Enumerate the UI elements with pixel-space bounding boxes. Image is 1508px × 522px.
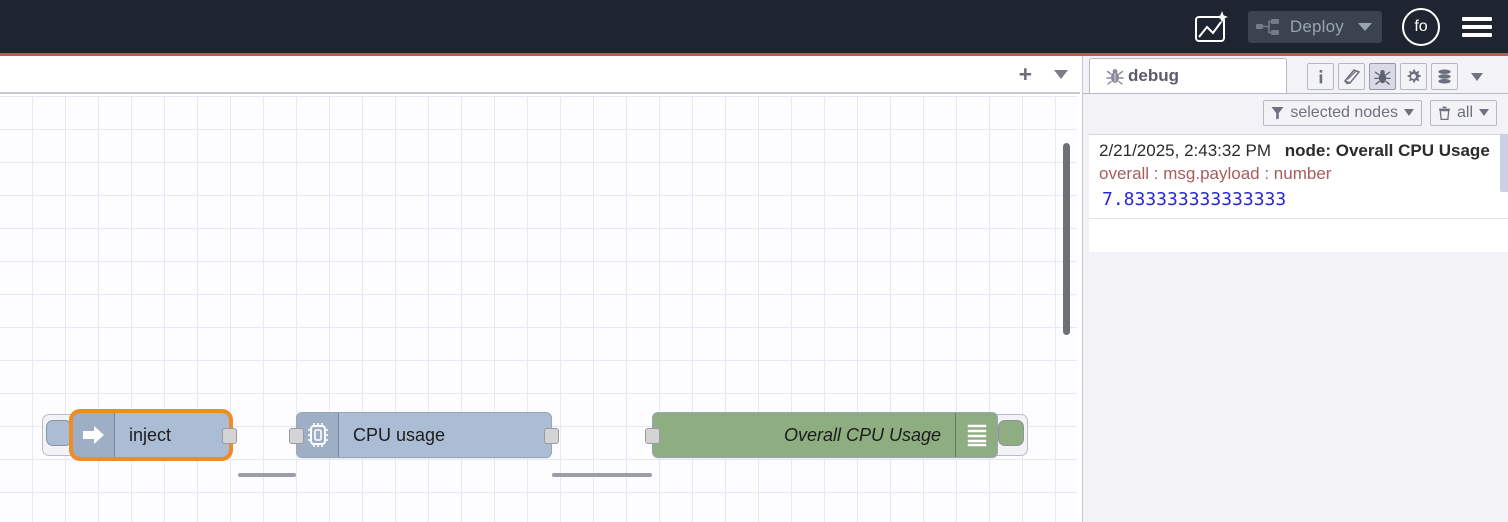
node-inject-label: inject — [129, 424, 172, 445]
debug-message-topic: overall : msg.payload : number — [1099, 164, 1332, 183]
context-data-icon[interactable] — [1431, 63, 1458, 90]
config-gear-icon-svg — [1407, 69, 1421, 83]
wire-inject-to-cpu — [238, 473, 296, 477]
context-data-icon-svg — [1438, 69, 1451, 84]
clear-messages-label: all — [1456, 103, 1473, 121]
filter-nodes-button[interactable]: selected nodes — [1263, 99, 1422, 126]
flow-list-chevron-down-icon[interactable] — [1054, 69, 1068, 79]
info-icon[interactable] — [1307, 63, 1334, 90]
flow-editor: + inject — [0, 56, 1080, 522]
node-overall-cpu-usage-body[interactable]: Overall CPU Usage — [645, 412, 998, 458]
filter-nodes-label: selected nodes — [1290, 103, 1398, 121]
debug-bug-icon-svg — [1374, 69, 1391, 85]
node-overall-cpu-usage-label: Overall CPU Usage — [783, 424, 941, 445]
funnel-icon — [1271, 106, 1284, 119]
inject-output-port[interactable] — [222, 428, 237, 444]
node-overall-cpu-usage[interactable]: Overall CPU Usage — [645, 412, 1028, 458]
sidebar-overflow-chevron-down-icon[interactable] — [1471, 72, 1483, 81]
node-inject[interactable]: inject — [42, 409, 237, 461]
info-icon-svg — [1319, 70, 1322, 84]
tab-debug[interactable]: debug — [1089, 58, 1287, 93]
deploy-chevron-down-icon[interactable] — [1358, 22, 1372, 31]
hamburger-menu-icon[interactable] — [1462, 13, 1492, 41]
debug-lines-icon — [955, 413, 997, 457]
debug-panel-scrollbar[interactable] — [1500, 134, 1508, 192]
deploy-label: Deploy — [1289, 16, 1344, 36]
debug-bug-icon[interactable] — [1369, 63, 1396, 90]
canvas-vertical-scrollbar[interactable] — [1063, 143, 1070, 335]
debug-filter-row: selected nodes all — [1083, 95, 1508, 130]
flow-canvas[interactable]: inject — [0, 96, 1080, 522]
filter-nodes-chevron-down-icon[interactable] — [1403, 109, 1414, 116]
inject-trigger-button[interactable] — [46, 420, 72, 446]
trash-icon — [1438, 106, 1450, 120]
help-book-icon[interactable] — [1338, 63, 1365, 90]
sidebar-tabrow: debug — [1083, 56, 1508, 94]
bug-icon — [1106, 69, 1124, 85]
config-gear-icon[interactable] — [1400, 63, 1427, 90]
header-accent-line — [0, 53, 1508, 56]
hamburger-bar — [1462, 16, 1492, 21]
flow-tabbar: + — [0, 56, 1080, 94]
tab-debug-label: debug — [1128, 66, 1179, 85]
add-flow-button[interactable]: + — [1018, 60, 1032, 87]
debug-message-value: 7.833333333333333 — [1102, 189, 1287, 210]
deploy-button[interactable]: Deploy — [1247, 10, 1382, 43]
debug-message-source-node[interactable]: node: Overall CPU Usage — [1284, 141, 1490, 160]
user-avatar[interactable]: fo — [1402, 7, 1440, 46]
inject-arrow-icon — [73, 413, 115, 457]
debug-message-list[interactable]: 2/21/2025, 2:43:32 PM node: Overall CPU … — [1089, 134, 1508, 252]
flow-sparkle-icon[interactable] — [1192, 9, 1248, 45]
debug-input-port[interactable] — [645, 428, 660, 444]
hamburger-bar — [1462, 24, 1492, 29]
node-cpu-usage[interactable]: CPU usage — [289, 412, 559, 458]
hamburger-bar — [1462, 32, 1492, 37]
top-header: Deploy fo — [0, 0, 1508, 53]
help-book-icon-svg — [1343, 69, 1360, 85]
debug-message-header: 2/21/2025, 2:43:32 PM node: Overall CPU … — [1099, 141, 1501, 161]
cpu-chip-icon-svg — [307, 423, 328, 447]
debug-sidebar: debug — [1082, 56, 1508, 522]
clear-messages-button[interactable]: all — [1429, 99, 1497, 126]
flow-sparkle-icon-svg — [1194, 10, 1228, 42]
editor-sidebar-divider[interactable] — [1077, 96, 1080, 522]
debug-message-timestamp: 2/21/2025, 2:43:32 PM — [1099, 141, 1272, 160]
clear-messages-chevron-down-icon[interactable] — [1479, 109, 1489, 116]
sidebar-icon-buttons — [1307, 63, 1483, 93]
wire-cpu-to-debug — [552, 473, 652, 477]
deploy-icon — [1255, 18, 1279, 35]
debug-message-row[interactable]: 2/21/2025, 2:43:32 PM node: Overall CPU … — [1089, 135, 1508, 219]
cpu-usage-input-port[interactable] — [289, 428, 304, 444]
cpu-chip-icon — [297, 413, 339, 457]
node-cpu-usage-label: CPU usage — [353, 424, 446, 445]
debug-enable-toggle[interactable] — [998, 420, 1024, 446]
avatar-label: fo — [1414, 17, 1428, 35]
node-inject-body[interactable]: inject — [69, 409, 237, 461]
debug-lines-icon-svg — [967, 424, 986, 447]
inject-arrow-icon-svg — [82, 426, 104, 444]
node-cpu-usage-body[interactable]: CPU usage — [289, 412, 559, 458]
cpu-usage-output-port[interactable] — [544, 428, 559, 444]
